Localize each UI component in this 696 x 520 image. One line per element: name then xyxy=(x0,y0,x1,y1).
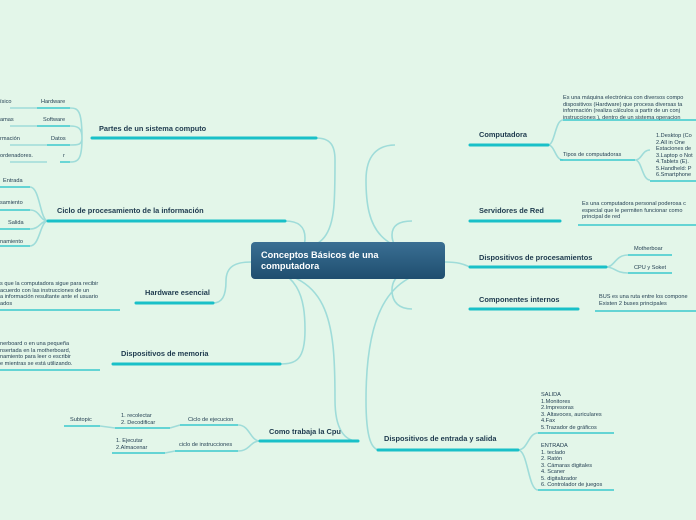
connector-proc-sub xyxy=(605,254,629,274)
tipos-label[interactable]: Tipos de computadoras xyxy=(563,152,622,158)
connector-comp-sub xyxy=(547,119,564,161)
procesamiento-title[interactable]: Dispositivos de procesamientos xyxy=(479,253,593,262)
memoria-desc-1: nerboard o en una pequeña xyxy=(0,341,70,347)
proc-item-motherboard[interactable]: Motherboar xyxy=(634,246,663,252)
connector-tipos-sub xyxy=(634,149,651,181)
partes-left-3[interactable]: rmación xyxy=(0,136,20,142)
connector-hardware xyxy=(212,261,252,304)
servidores-desc-1: Es una computadora personal poderosa c xyxy=(582,201,686,207)
tipo-3: Estaciones de xyxy=(656,146,692,152)
connector-io xyxy=(365,269,446,451)
partes-title[interactable]: Partes de un sistema computo xyxy=(99,124,207,133)
entrada-2: 2. Ratón xyxy=(541,456,563,462)
connector-procesamiento xyxy=(444,261,471,268)
tipo-6: 5.Handheld: P xyxy=(656,165,692,172)
connector-memoria xyxy=(250,265,306,365)
subtopic-label[interactable]: Subtopic xyxy=(70,417,92,423)
entrada-1: 1. teclado xyxy=(541,449,566,456)
salida-1: 1.Monitores xyxy=(541,398,571,405)
memoria-desc-3: namiento para leer o escribir xyxy=(0,354,71,360)
connector-cpu-sub xyxy=(237,424,261,452)
hardware-desc-4: ados xyxy=(0,300,13,307)
hardware-desc-3: a información resultante ante el usuario xyxy=(0,294,98,300)
ciclo-ejecucion-line-1[interactable]: 1. recolectar xyxy=(121,413,152,419)
hardware-title[interactable]: Hardware esencial xyxy=(145,288,210,297)
ciclo-item-namiento[interactable]: namiento xyxy=(0,239,24,245)
partes-right-1[interactable]: Hardware xyxy=(41,99,66,105)
salida-0: SALIDA xyxy=(541,392,561,398)
connector-cpu xyxy=(250,269,359,442)
connector-computadora xyxy=(365,144,446,255)
connector-partes xyxy=(250,137,336,255)
entrada-6: 6. Controlador de juegos xyxy=(541,482,603,488)
servidores-desc-2: especial que le permiten funcionar como xyxy=(582,207,683,214)
tipo-5: 4.Tablets (E). xyxy=(656,159,689,165)
partes-left-4[interactable]: ordenadores. xyxy=(0,153,33,159)
computadora-desc-1: Es una máquina electrónica con diversos … xyxy=(563,95,684,101)
proc-item-cpu[interactable]: CPU y Soket xyxy=(634,265,667,271)
ciclo-ejecucion-line-2[interactable]: 2. Decodificar xyxy=(121,419,156,426)
ciclo-instrucciones-line-2[interactable]: 2.Almacenar xyxy=(116,444,148,451)
entrada-0: ENTRADA xyxy=(541,443,568,449)
ciclo-instrucciones-label[interactable]: ciclo de instrucciones xyxy=(179,442,233,448)
ciclo-item-samiento[interactable]: samiento xyxy=(0,200,23,206)
computadora-title[interactable]: Computadora xyxy=(479,130,528,139)
entrada-5: 5. digitalizador xyxy=(541,475,578,482)
partes-left-2[interactable]: amas xyxy=(0,117,14,123)
salida-3: 3. Altavoces, auriculares xyxy=(541,411,602,418)
ciclo-item-salida[interactable]: Salida xyxy=(8,220,24,226)
salida-5: 5.Trazador de gráficos xyxy=(541,424,597,431)
servidores-desc-3: principal de red xyxy=(582,214,621,220)
connector-ciclo-sub xyxy=(29,186,49,247)
connector-partes-sub2 xyxy=(10,107,47,163)
computadora-desc-4: instrucciones ), dentro de un sistema op… xyxy=(563,114,681,121)
tipo-1: 1.Desktop (Co xyxy=(656,133,692,139)
connector-io-sub xyxy=(517,432,539,491)
memoria-title[interactable]: Dispositivos de memoria xyxy=(121,349,209,358)
cpu-title[interactable]: Como trabaja la Cpu xyxy=(269,427,341,436)
computadora-desc-3: información (realiza cálculos a partir d… xyxy=(563,108,680,114)
tipo-4: 3.Laptop o Not xyxy=(656,152,693,159)
entrada-4: 4. Scaner xyxy=(541,469,565,475)
io-title[interactable]: Dispositivos de entrada y salida xyxy=(384,434,497,443)
ciclo-ejecucion-label[interactable]: Ciclo de ejecucion xyxy=(188,417,234,423)
ciclo-item-entrada[interactable]: Entrada xyxy=(3,178,23,184)
connector-cpu-sub2 xyxy=(99,424,181,454)
hardware-desc-2: acuerdo con las instrucciones de un xyxy=(0,287,90,294)
partes-right-3[interactable]: Datos xyxy=(51,136,66,142)
partes-right-4[interactable]: r xyxy=(63,153,65,159)
partes-right-2[interactable]: Software xyxy=(43,117,66,123)
componentes-desc-2: Existen 2 buses principales xyxy=(599,300,667,307)
tipo-2: 2.All in One xyxy=(656,139,685,146)
componentes-title[interactable]: Componentes internos xyxy=(479,295,560,304)
partes-left-1[interactable]: ísico xyxy=(0,99,12,105)
computadora-desc-2: dispositivos (Hardware) que procesa dive… xyxy=(563,101,683,108)
servidores-title[interactable]: Servidores de Red xyxy=(479,206,544,215)
ciclo-instrucciones-line-1[interactable]: 1. Ejecutar xyxy=(116,438,143,444)
componentes-desc-1: BUS es una ruta entre los compone xyxy=(599,294,688,300)
ciclo-title[interactable]: Ciclo de procesamiento de la información xyxy=(57,206,204,215)
entrada-3: 3. Cámaras digitales xyxy=(541,462,592,469)
central-topic[interactable]: Conceptos Básicos de una computadora xyxy=(251,242,445,279)
connector-partes-sub xyxy=(69,107,83,163)
salida-4: 4.Fax xyxy=(541,418,555,424)
hardware-desc-1: s que la computadora sigue para recibir xyxy=(0,281,99,287)
memoria-desc-2: nsertada en la motherboard, xyxy=(0,347,71,354)
salida-2: 2.Impresoras xyxy=(541,405,574,411)
memoria-desc-4: e mientras se está utilizando. xyxy=(0,360,73,367)
tipo-7: 6.Smartphone xyxy=(656,172,692,178)
